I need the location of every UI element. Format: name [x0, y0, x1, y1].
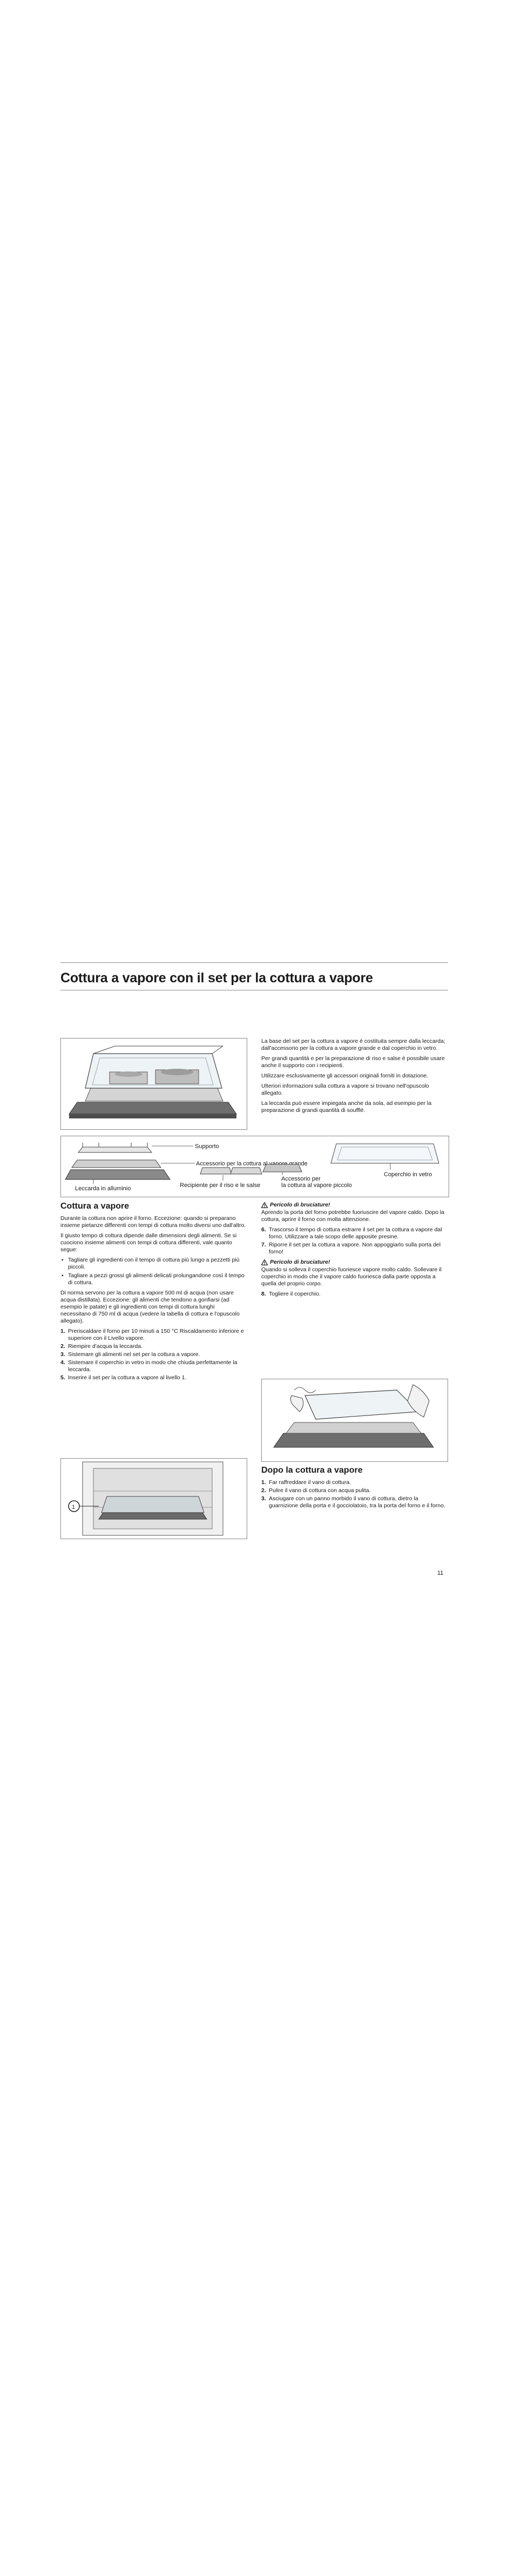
list-item: 2.Riempire d'acqua la leccarda.: [60, 1343, 143, 1350]
list-item: 6.Trascorso il tempo di cottura estrarre…: [261, 1226, 442, 1240]
list-item: Tagliare a pezzi grossi gli alimenti del…: [60, 1272, 246, 1286]
label-accessorio-piccolo-2: la cottura al vapore piccolo: [281, 1182, 352, 1189]
oven-figure: 1: [60, 1458, 247, 1539]
warning-text: Aprendo la porta del forno potrebbe fuor…: [261, 1209, 445, 1223]
components-illustration: Supporto Accessorio per la cottura al va…: [65, 1143, 439, 1192]
steps-list: 1.Far raffreddare il vano di cottura. 2.…: [261, 1479, 447, 1509]
label-leccarda: Leccarda in alluminio: [75, 1185, 131, 1192]
list-item: 8.Togliere il coperchio.: [261, 1291, 321, 1297]
lid-removal-illustration: [273, 1384, 434, 1448]
label-supporto: Supporto: [195, 1143, 219, 1150]
section-heading-dopo: Dopo la cottura a vapore: [261, 1466, 363, 1475]
steps-list: 8.Togliere il coperchio.: [261, 1291, 447, 1298]
steam-set-figure: [60, 1038, 247, 1130]
paragraph: Durante la cottura non aprire il forno. …: [60, 1215, 246, 1229]
oven-illustration: 1: [68, 1461, 223, 1536]
label-recipiente: Recipiente per il riso e le salse: [180, 1182, 260, 1189]
after-cooking-section: Dopo la cottura a vapore 1.Far raffredda…: [261, 1466, 447, 1513]
warning-icon: [261, 1202, 268, 1208]
lid-removal-figure: [261, 1379, 448, 1462]
list-item: 5.Inserire il set per la cottura a vapor…: [60, 1374, 187, 1381]
title-top-rule: [60, 962, 448, 963]
list-item: 7.Riporre il set per la cottura a vapore…: [261, 1242, 441, 1255]
list-item: 3.Sistemare gli alimenti nel set per la …: [60, 1351, 200, 1358]
steps-list: 1.Preriscaldare il forno per 10 minuti a…: [60, 1328, 246, 1381]
level-1-marker: 1: [72, 1504, 75, 1510]
list-item: 3.Asciugare con un panno morbido il vano…: [261, 1495, 445, 1509]
intro-paragraph: Per grandi quantità e per la preparazion…: [261, 1055, 445, 1069]
list-item: 4.Sistemare il coperchio in vetro in mod…: [60, 1359, 238, 1373]
components-diagram: Supporto Accessorio per la cottura al va…: [60, 1136, 449, 1197]
steam-set-illustration: [69, 1046, 237, 1118]
list-item: 1.Far raffreddare il vano di cottura.: [261, 1479, 351, 1486]
right-column: Pericolo di bruciature! Aprendo la porta…: [261, 1202, 447, 1301]
warning-icon: [261, 1259, 268, 1265]
page-title: Cottura a vapore con il set per la cottu…: [60, 970, 373, 986]
intro-paragraph: La leccarda può essere impiegata anche d…: [261, 1100, 432, 1114]
warning-title: Pericolo di bruciature!: [261, 1259, 447, 1265]
label-coperchio: Coperchio in vetro: [384, 1171, 432, 1178]
intro-paragraph: La base del set per la cottura a vapore …: [261, 1038, 445, 1051]
bullet-list: Tagliare gli ingredienti con il tempo di…: [60, 1257, 246, 1286]
paragraph: Di norma servono per la cottura a vapore…: [60, 1290, 240, 1324]
warning-title: Pericolo di bruciature!: [261, 1202, 447, 1208]
paragraph: Il giusto tempo di cottura dipende dalle…: [60, 1232, 237, 1253]
list-item: 2.Pulire il vano di cottura con acqua pu…: [261, 1487, 371, 1494]
label-accessorio-piccolo: Accessorio per: [281, 1176, 321, 1182]
warning-text: Quando si solleva il coperchio fuoriesce…: [261, 1266, 442, 1287]
intro-text: La base del set per la cottura a vapore …: [261, 1038, 447, 1117]
left-column: Cottura a vapore Durante la cottura non …: [60, 1202, 246, 1385]
page-number: 11: [437, 1570, 444, 1576]
intro-paragraph: Ulteriori informazioni sulla cottura a v…: [261, 1083, 429, 1096]
list-item: 1.Preriscaldare il forno per 10 minuti a…: [60, 1328, 244, 1341]
steps-list: 6.Trascorso il tempo di cottura estrarre…: [261, 1226, 447, 1256]
intro-paragraph: Utilizzare esclusivamente gli accessori …: [261, 1073, 429, 1079]
list-item: Tagliare gli ingredienti con il tempo di…: [60, 1257, 246, 1271]
section-heading-cottura: Cottura a vapore: [60, 1202, 130, 1211]
